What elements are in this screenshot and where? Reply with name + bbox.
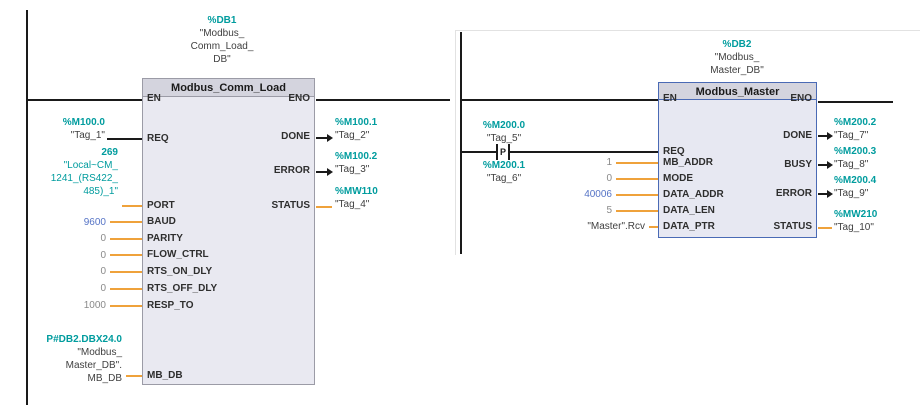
db-address[interactable]: %DB1	[207, 15, 237, 26]
contact-wire-left	[462, 151, 496, 153]
mode-wire	[616, 178, 658, 180]
contact-edge-memory-operand[interactable]: %M200.1 "Tag_6"	[482, 160, 526, 184]
operand-parity[interactable]: 0	[100, 233, 106, 244]
operand-done[interactable]: %M100.1 "Tag_2"	[335, 117, 378, 141]
operand-mode[interactable]: 0	[606, 173, 612, 184]
port-mode[interactable]: MODE	[663, 173, 693, 184]
eno-wire	[818, 101, 893, 103]
positive-edge-contact[interactable]: P	[499, 147, 506, 157]
contact-operand[interactable]: %M200.0 "Tag_5"	[482, 120, 526, 144]
contact-bar-left	[496, 144, 498, 160]
rts-on-wire	[110, 271, 142, 273]
wire-arrow-icon	[827, 190, 833, 198]
en-wire	[28, 99, 142, 101]
network-left-border	[455, 30, 456, 255]
port-baud[interactable]: BAUD	[147, 216, 176, 227]
wire-arrow-icon	[327, 134, 333, 142]
contact-wire-right	[510, 151, 658, 153]
operand-done[interactable]: %M200.2 "Tag_7"	[834, 117, 877, 141]
operand-baud[interactable]: 9600	[83, 217, 106, 228]
busy-wire	[818, 164, 828, 166]
contact-bar-right	[508, 144, 510, 160]
port-data-ptr[interactable]: DATA_PTR	[663, 221, 715, 232]
wire-arrow-icon	[827, 132, 833, 140]
port-wire	[122, 205, 142, 207]
port-data-addr[interactable]: DATA_ADDR	[663, 189, 724, 200]
operand-busy[interactable]: %M200.3 "Tag_8"	[834, 146, 877, 170]
done-wire	[818, 135, 828, 137]
resp-to-wire	[110, 305, 142, 307]
db-address[interactable]: %DB2	[722, 39, 752, 50]
operand-status[interactable]: %MW110 "Tag_4"	[335, 186, 378, 210]
power-rail	[26, 10, 28, 405]
operand-port[interactable]: 269 "Local~CM_ 1241_(RS422_ 485)_1"	[50, 147, 118, 197]
port-status[interactable]: STATUS	[773, 221, 812, 232]
operand-rts-on[interactable]: 0	[100, 266, 106, 277]
block-title-bar[interactable]: Modbus_Comm_Load	[142, 78, 315, 97]
en-wire	[462, 99, 658, 101]
operand-rts-off[interactable]: 0	[100, 283, 106, 294]
operand-flow-ctrl[interactable]: 0	[100, 250, 106, 261]
port-rts-on-dly[interactable]: RTS_ON_DLY	[147, 266, 213, 277]
flow-ctrl-wire	[110, 254, 142, 256]
wire-arrow-icon	[827, 161, 833, 169]
operand-data-addr[interactable]: 40006	[584, 189, 612, 200]
baud-wire	[110, 221, 142, 223]
port-en[interactable]: EN	[147, 93, 161, 104]
operand-mb-db[interactable]: P#DB2.DBX24.0 "Modbus_ Master_DB". MB_DB	[46, 334, 122, 384]
port-eno[interactable]: ENO	[790, 93, 812, 104]
port-error[interactable]: ERROR	[775, 188, 812, 199]
port-flow-ctrl[interactable]: FLOW_CTRL	[147, 249, 209, 260]
port-req[interactable]: REQ	[663, 146, 685, 157]
done-wire	[316, 137, 328, 139]
instance-db-label[interactable]: %DB2 "Modbus_ Master_DB"	[687, 38, 787, 77]
operand-error[interactable]: %M200.4 "Tag_9"	[834, 175, 877, 199]
operand-mb-addr[interactable]: 1	[606, 157, 612, 168]
port-req[interactable]: REQ	[147, 133, 169, 144]
rts-off-wire	[110, 288, 142, 290]
data-addr-wire	[616, 194, 658, 196]
req-wire	[107, 138, 142, 140]
operand-data-len[interactable]: 5	[606, 205, 612, 216]
power-rail	[460, 32, 462, 254]
error-wire	[316, 171, 328, 173]
status-wire	[316, 206, 332, 208]
error-wire	[818, 193, 828, 195]
block-title-bar[interactable]: Modbus_Master	[658, 82, 817, 100]
port-done[interactable]: DONE	[281, 131, 310, 142]
operand-req[interactable]: %M100.0 "Tag_1"	[62, 117, 105, 141]
instance-db-label[interactable]: %DB1 "Modbus_ Comm_Load_ DB"	[172, 14, 272, 66]
port-busy[interactable]: BUSY	[784, 159, 812, 170]
port-port[interactable]: PORT	[147, 200, 175, 211]
port-data-len[interactable]: DATA_LEN	[663, 205, 715, 216]
port-error[interactable]: ERROR	[273, 165, 310, 176]
network-top-border	[456, 30, 920, 31]
port-parity[interactable]: PARITY	[147, 233, 183, 244]
wire-arrow-icon	[327, 168, 333, 176]
port-done[interactable]: DONE	[783, 130, 812, 141]
port-resp-to[interactable]: RESP_TO	[147, 300, 194, 311]
port-rts-off-dly[interactable]: RTS_OFF_DLY	[147, 283, 218, 294]
mb-addr-wire	[616, 162, 658, 164]
port-mb-db[interactable]: MB_DB	[147, 370, 183, 381]
port-eno[interactable]: ENO	[288, 93, 310, 104]
operand-resp-to[interactable]: 1000	[83, 300, 106, 311]
operand-data-ptr[interactable]: "Master".Rcv	[587, 221, 645, 232]
port-en[interactable]: EN	[663, 93, 677, 104]
status-wire	[818, 227, 832, 229]
data-ptr-wire	[649, 226, 658, 228]
parity-wire	[110, 238, 142, 240]
operand-status[interactable]: %MW210 "Tag_10"	[834, 209, 878, 233]
port-mb-addr[interactable]: MB_ADDR	[663, 157, 713, 168]
port-status[interactable]: STATUS	[271, 200, 310, 211]
modbus-comm-load-block[interactable]	[142, 78, 315, 385]
mb-db-wire	[126, 375, 142, 377]
eno-wire	[316, 99, 450, 101]
data-len-wire	[616, 210, 658, 212]
operand-error[interactable]: %M100.2 "Tag_3"	[335, 151, 378, 175]
